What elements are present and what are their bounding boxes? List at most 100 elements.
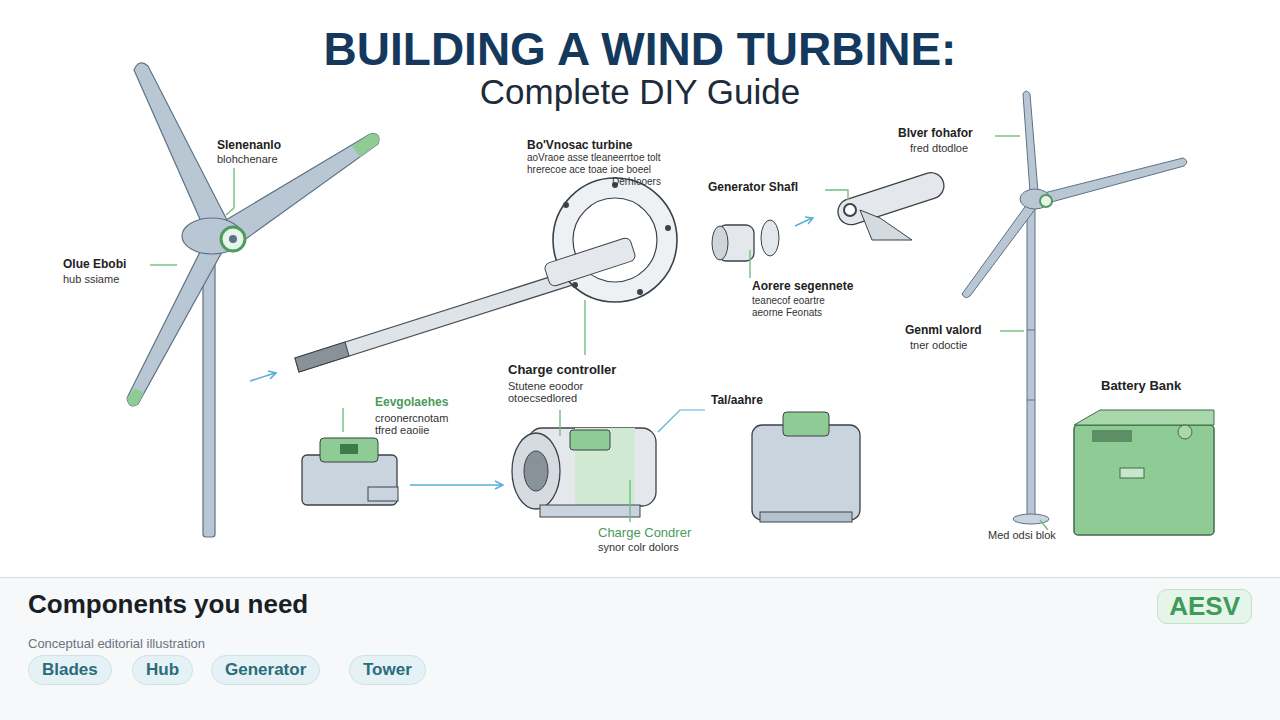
part-label: Tal/aahre xyxy=(711,394,763,408)
part-label: Charge controller xyxy=(508,363,616,378)
tailvane-base xyxy=(760,512,852,522)
generator-shaft xyxy=(835,169,948,228)
hub-nose xyxy=(221,227,245,251)
flow-arrow xyxy=(250,371,276,381)
battery-plate xyxy=(1120,468,1144,478)
leader-line xyxy=(629,480,630,522)
tag-pill: Hub xyxy=(132,655,193,685)
hub-nose xyxy=(1040,195,1052,207)
leader-lines xyxy=(150,136,1048,530)
generator-face xyxy=(524,451,548,491)
part-label: synor colr dolors xyxy=(598,541,679,554)
tailvane-box xyxy=(752,425,860,520)
part-label: Blver fohafor xyxy=(898,127,973,141)
tag-pill: Blades xyxy=(28,655,112,685)
leader-line xyxy=(342,408,343,432)
panel-border xyxy=(0,577,1280,578)
generator-face xyxy=(512,433,560,509)
part-label: aoVraoe asse tleaneerrtoe tolt xyxy=(527,152,661,164)
terminal xyxy=(340,444,358,454)
part-label: Charge Condrer xyxy=(598,526,691,541)
coupling xyxy=(712,226,728,260)
battery-display xyxy=(1092,430,1132,442)
blade xyxy=(1040,158,1187,204)
flow-arrow xyxy=(410,481,503,489)
shaft-end xyxy=(295,342,349,372)
flow-arrow xyxy=(795,217,813,226)
tower-base xyxy=(1013,514,1049,524)
part-label: Aorere segennete xyxy=(752,280,853,294)
page-title: BUILDING A WIND TURBINE: xyxy=(0,22,1280,76)
tag-text: Hub xyxy=(146,660,179,680)
battery xyxy=(1074,425,1214,535)
part-label: Med odsi blok xyxy=(988,529,1056,542)
leader-line xyxy=(995,135,1020,136)
tag-pill: Tower xyxy=(349,655,426,685)
part-label: Stutene eoodor xyxy=(508,380,583,393)
blade xyxy=(134,63,228,226)
tower xyxy=(203,245,215,537)
tag-text: Generator xyxy=(225,660,306,680)
tower-joint xyxy=(1027,330,1035,331)
part-label: Generator Shafl xyxy=(708,181,798,195)
leader-line xyxy=(584,300,585,355)
blade-tip xyxy=(352,134,379,157)
part-label: croonercnotam xyxy=(375,412,448,425)
part-label: Bo'Vnosac turbine xyxy=(527,139,633,153)
coupling xyxy=(761,220,779,256)
part-label: Slenenanlo xyxy=(217,139,281,153)
part-label: Eevgolaehes xyxy=(375,396,448,410)
tower-joint xyxy=(1027,400,1035,401)
hub-nose xyxy=(229,235,237,243)
bracket xyxy=(368,487,398,501)
shaft-end xyxy=(844,204,856,216)
panel-heading: Components you need xyxy=(28,590,308,620)
battery-terminal xyxy=(1178,425,1192,439)
battery-top xyxy=(1074,410,1214,425)
part-label: tfred eaoiie xyxy=(375,424,429,437)
part-label: Battery Bank xyxy=(1101,379,1181,394)
part-label: hrerecoe ace toae ioe boeel xyxy=(527,164,651,176)
part-label: teanecof eoartre xyxy=(752,295,825,307)
tag-text: Blades xyxy=(42,660,98,680)
subtitle: Complete DIY Guide xyxy=(0,72,1280,112)
part-label: aeorne Feonats xyxy=(752,307,822,319)
part-label: tner odoctie xyxy=(910,339,967,352)
leader-line xyxy=(559,410,560,436)
bolt-hole xyxy=(665,225,671,231)
bolt-hole xyxy=(637,289,643,295)
leader-line xyxy=(1000,330,1024,331)
badge-box: AESV xyxy=(1157,589,1252,624)
bolt-hole xyxy=(563,202,569,208)
tower xyxy=(1027,205,1035,518)
generator-foot xyxy=(540,505,640,517)
part-label: otoecsedlored xyxy=(508,392,577,405)
leader-line xyxy=(825,190,848,200)
shaft-collar xyxy=(543,237,636,288)
part-label: blohchenare xyxy=(217,153,278,166)
leader-line xyxy=(226,168,234,215)
badge-text: AESV xyxy=(1169,591,1240,622)
blade xyxy=(962,204,1036,298)
shaft-bracket xyxy=(860,210,912,240)
part-label: Derhlooers xyxy=(612,176,661,188)
leader-line xyxy=(658,410,705,432)
part-label: fred dtodloe xyxy=(910,142,968,155)
tag-text: Tower xyxy=(363,660,412,680)
bottom-panel xyxy=(0,577,1280,720)
caption: Conceptual editorial illustration xyxy=(28,637,205,652)
blade xyxy=(127,246,222,406)
bolt-hole xyxy=(572,282,578,288)
leader-line xyxy=(1040,520,1048,530)
tag-pill: Generator xyxy=(211,655,320,685)
tailvane-top xyxy=(783,412,829,436)
part-label: Olue Ebobi xyxy=(63,258,126,272)
leader-line xyxy=(150,264,177,265)
leader-line xyxy=(749,250,750,278)
controller-top xyxy=(320,438,378,462)
blade xyxy=(1023,91,1038,192)
blade-tip xyxy=(127,388,144,406)
part-label: hub ssiame xyxy=(63,273,119,286)
flange xyxy=(553,178,677,302)
